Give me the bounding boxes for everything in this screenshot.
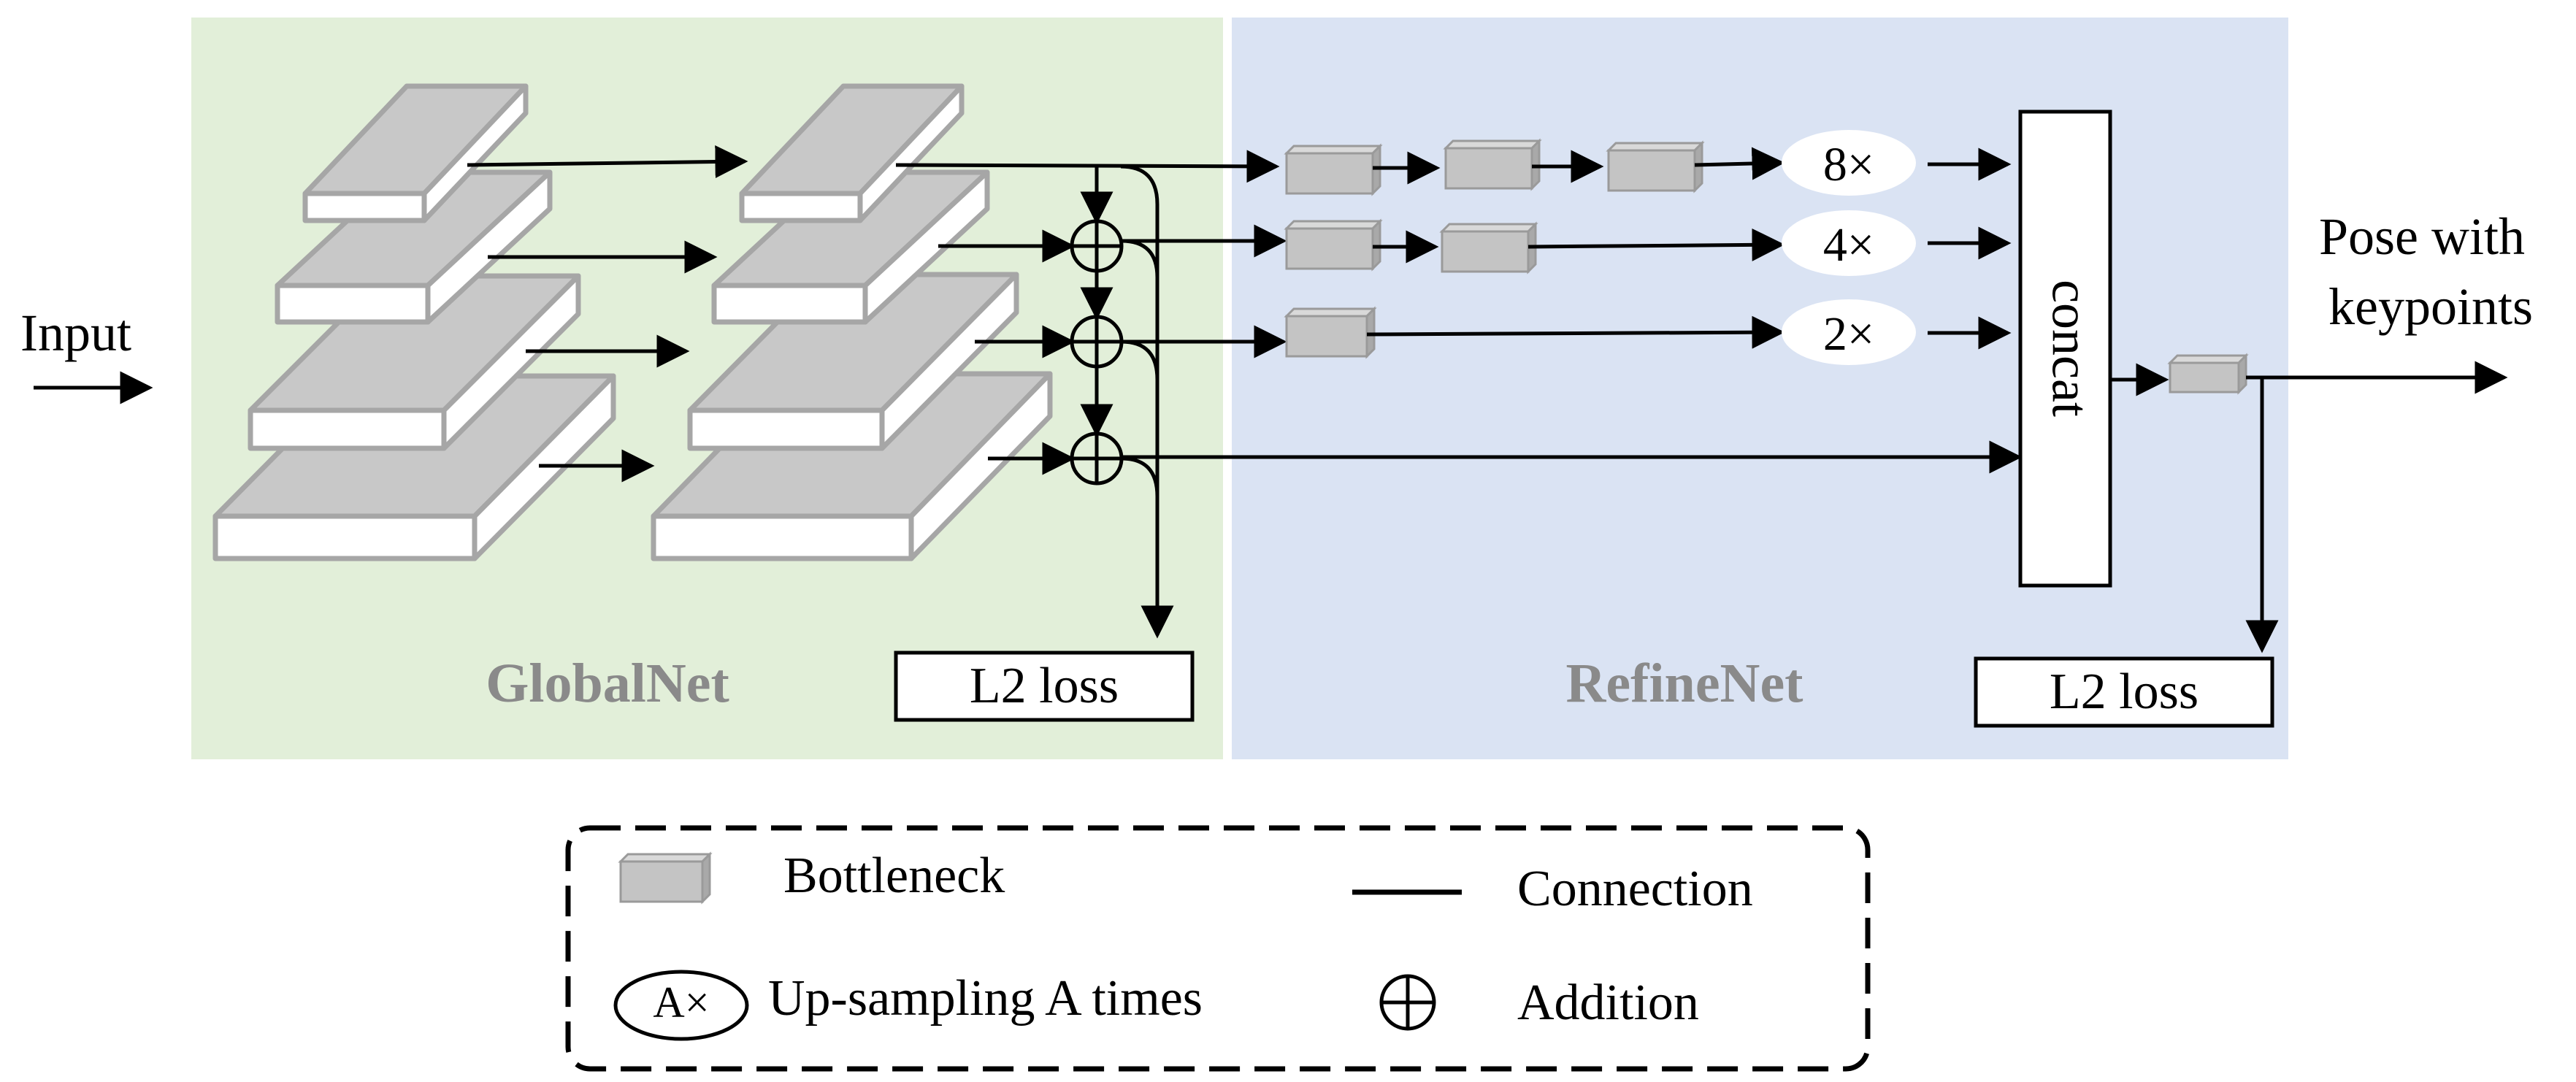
output-label-line1: Pose with [2319, 207, 2525, 266]
upsample-ellipse [1782, 210, 1916, 276]
slab-level-3 [687, 272, 1019, 451]
slab-level-1 [739, 83, 965, 223]
upsample-label-8x: 8× [1823, 138, 1874, 191]
legend-upsample-label: Up-sampling A times [768, 970, 1203, 1027]
globalnet-title: GlobalNet [486, 653, 729, 714]
refinenet-title: RefineNet [1566, 653, 1803, 714]
concat-label: concat [2041, 280, 2099, 417]
bottleneck-icon [618, 851, 713, 905]
upsample-ellipse [1782, 130, 1916, 196]
refinenet-loss-label: L2 loss [2050, 664, 2199, 720]
output-label-line2: keypoints [2328, 277, 2533, 336]
slab-level-1 [302, 83, 529, 223]
top-down-pathway [895, 150, 1280, 486]
slab-level-2 [275, 169, 553, 325]
refinenet-loss-box [1974, 656, 2274, 728]
upsample-ellipse [1782, 299, 1916, 365]
input-label: Input [20, 304, 131, 362]
legend-connection-label: Connection [1517, 861, 1753, 917]
bottleneck-icon [1606, 140, 1705, 193]
upsample-ellipse-icon [613, 970, 749, 1041]
bottleneck-icon [1439, 221, 1538, 275]
bottleneck-icon [1284, 306, 1377, 359]
upsample-label-2x: 2× [1823, 307, 1874, 361]
bottleneck-icon [2167, 353, 2249, 395]
legend-frame [565, 825, 1871, 1072]
refinenet-connections [1366, 147, 2508, 653]
bottleneck-icon [1284, 143, 1383, 196]
globalnet-feature-pyramid-left [212, 83, 616, 561]
globalnet-feature-pyramid-right [651, 83, 1053, 561]
addition-icon [1070, 219, 1124, 273]
addition-icon [1379, 974, 1436, 1031]
legend-addition-label: Addition [1517, 975, 1699, 1031]
bottleneck-icon [1443, 138, 1542, 191]
legend-bottleneck-label: Bottleneck [783, 848, 1005, 904]
globalnet-outputs [1120, 164, 2023, 639]
legend: Bottleneck Connection A× Up-sampling A t… [565, 825, 1871, 1072]
upsample-label-4x: 4× [1823, 218, 1874, 272]
globalnet-loss-box [894, 651, 1195, 722]
refinenet-bottlenecks [1284, 138, 2249, 395]
lateral-connections [467, 145, 748, 483]
legend-upsample-symbol: A× [653, 978, 709, 1027]
globalnet-loss-label: L2 loss [970, 658, 1119, 714]
concat-box [2018, 110, 2112, 588]
addition-icon [1070, 431, 1124, 486]
addition-icon [1070, 315, 1124, 369]
refinenet-region [1232, 18, 2288, 759]
upsample-ops: 8× 4× 2× [1782, 130, 1916, 365]
bottleneck-icon [1284, 218, 1383, 272]
